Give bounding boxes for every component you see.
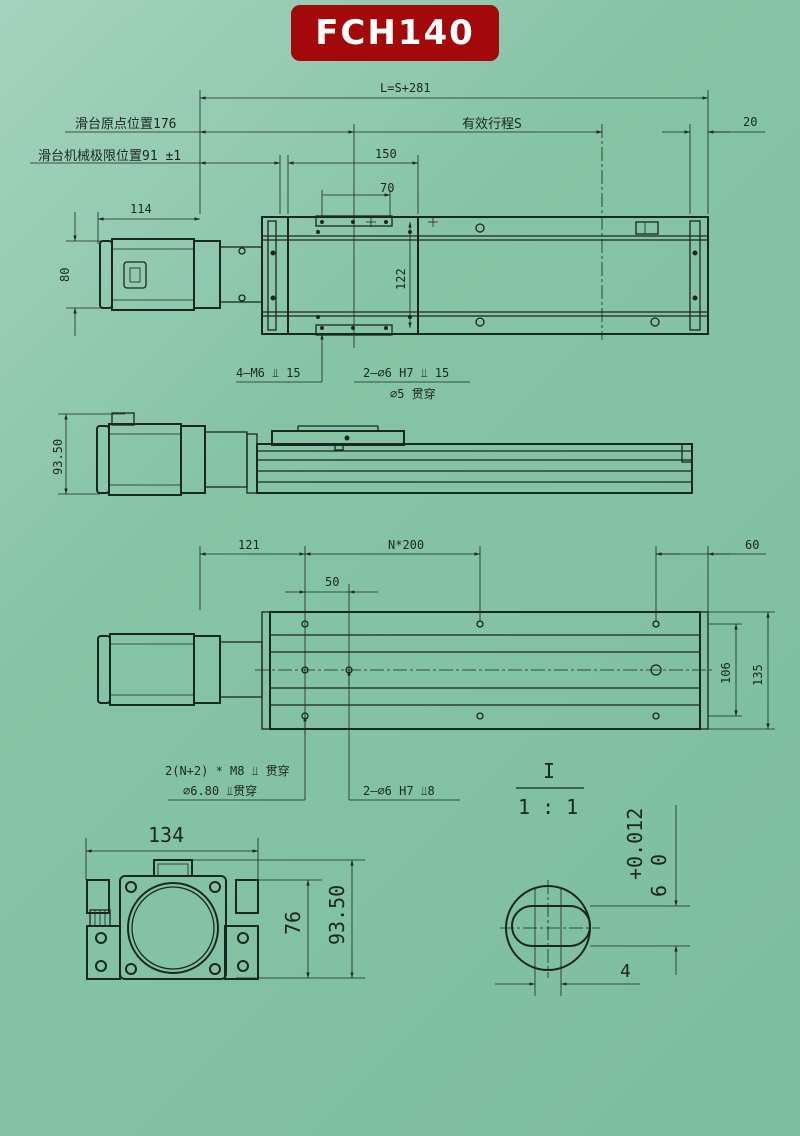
note-mount-2: ∅6.80 ⫫贯穿 [183,783,257,798]
dim-hole-spacing: 70 [380,181,394,195]
note-tap: 4—M6 ⫫ 15 [236,366,301,380]
note-bottom-pin: 2—∅6 H7 ⫫8 [363,784,435,798]
dim-effective-stroke: 有效行程S [462,117,522,132]
bottom-view: 121 N*200 60 50 [97,538,775,801]
tolerance-upper: +0.012 [623,808,647,880]
title-text: FCH140 [315,13,475,53]
side-view: 93.50 [51,412,693,496]
title-badge: FCH140 [291,5,499,61]
note-through: ∅5 贯穿 [390,386,436,401]
dim-carriage-length: 150 [375,147,397,161]
note-pin: 2—∅6 H7 ⫫ 15 [363,366,449,380]
dim-slot-depth: 4 [620,961,631,982]
dim-pin-offset: 50 [325,575,339,589]
tolerance-lower: 0 [647,854,671,866]
dim-start-offset: 121 [238,538,260,552]
dim-end-length: 20 [743,115,757,129]
dim-end-height-total: 93.50 [325,885,349,945]
dim-carriage-width: 122 [394,268,408,290]
dim-motor-height: 80 [58,268,72,282]
dim-hole-width: 106 [719,662,733,684]
dim-side-height: 93.50 [51,439,65,475]
dim-base-width: 135 [751,664,765,686]
dim-mech-limit: 滑台机械极限位置91 ±1 [38,149,181,164]
dim-pitch: N*200 [388,538,424,552]
end-view: 134 76 93.50 [85,823,365,980]
note-mount-1: 2(N+2) * M8 ⫫ 贯穿 [165,763,290,778]
detail-label: I [543,759,555,783]
dim-total-length: L=S+281 [380,81,431,95]
dim-motor-length: 114 [130,202,152,216]
detail-view: I 1 : 1 +0.012 0 6 4 [495,759,690,996]
dim-end-height-inner: 76 [281,911,305,935]
detail-scale: 1 : 1 [518,795,578,819]
top-view: L=S+281 滑台原点位置176 有效行程S 20 滑台机械极限位置91 ±1… [30,81,765,401]
dim-end-width: 134 [148,823,184,847]
dim-end-offset: 60 [745,538,759,552]
dim-slot-width: 6 [647,885,671,897]
dim-slide-origin: 滑台原点位置176 [75,117,176,132]
